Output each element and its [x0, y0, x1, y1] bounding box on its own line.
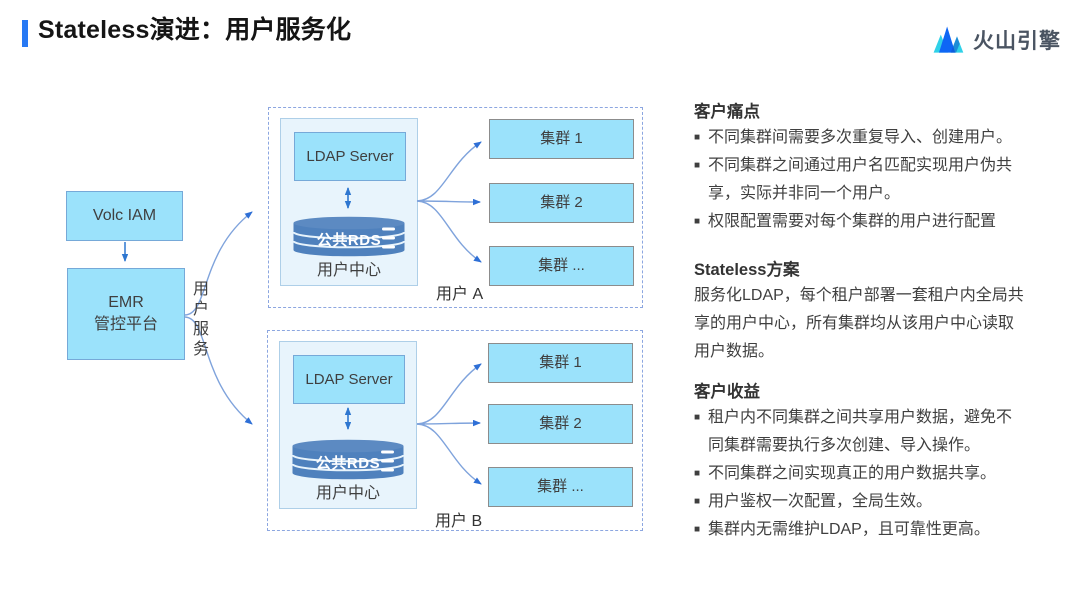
section-pain-points: 客户痛点 ■ 不同集群间需要多次重复导入、创建用户。 ■ 不同集群之间通过用户名… [694, 100, 1026, 236]
title-accent-bar [22, 20, 28, 47]
user-center-a: LDAP Server 公共RDS 用户中心 [280, 118, 418, 286]
database-cylinder-icon [292, 216, 406, 257]
ldap-server-box-b: LDAP Server [293, 355, 405, 404]
rds-label: 公共RDS [316, 231, 382, 249]
bullet-text: 租户内不同集群之间共享用户数据，避免不同集群需要执行多次创建、导入操作。 [708, 409, 1013, 454]
cluster-box: 集群 1 [489, 119, 634, 159]
shared-rds-b: 公共RDS [291, 439, 405, 480]
cluster-label: 集群 1 [540, 130, 583, 147]
bullet-item: ■ 不同集群之间通过用户名匹配实现用户伪共享，实际并非同一个用户。 [694, 152, 1026, 208]
tenant-a-group: LDAP Server 公共RDS 用户中心 集群 1 集群 2 集群 ... … [268, 107, 643, 308]
bullet-text: 不同集群之间通过用户名匹配实现用户伪共享，实际并非同一个用户。 [708, 157, 1013, 202]
cluster-box: 集群 1 [488, 343, 633, 383]
bullet-text: 不同集群间需要多次重复导入、创建用户。 [708, 129, 1013, 146]
bullet-item: ■ 集群内无需维护LDAP，且可靠性更高。 [694, 516, 1026, 544]
cluster-box: 集群 2 [489, 183, 634, 223]
bullet-text: 集群内无需维护LDAP，且可靠性更高。 [708, 521, 990, 538]
volcengine-logo: 火山引擎 [930, 24, 1061, 56]
bullet-item: ■ 不同集群间需要多次重复导入、创建用户。 [694, 124, 1026, 152]
user-center-label: 用户中心 [316, 262, 381, 279]
bullet-marker: ■ [694, 524, 701, 535]
section-paragraph: 服务化LDAP，每个租户部署一套租户内全局共享的用户中心，所有集群均从该用户中心… [694, 287, 1024, 360]
bullet-item: ■ 不同集群之间实现真正的用户数据共享。 [694, 460, 1026, 488]
shared-rds-a: 公共RDS [292, 216, 406, 257]
cluster-label: 集群 ... [537, 478, 584, 495]
ldap-server-box-a: LDAP Server [294, 132, 406, 181]
bullet-text: 用户鉴权一次配置，全局生效。 [708, 493, 933, 510]
bullet-marker: ■ [694, 468, 701, 479]
section-heading: 客户痛点 [694, 103, 760, 121]
bullet-marker: ■ [694, 412, 701, 423]
volc-iam-box: Volc IAM [66, 191, 183, 241]
cluster-label: 集群 ... [538, 257, 585, 274]
cluster-label: 集群 1 [539, 354, 582, 371]
bullet-item: ■ 租户内不同集群之间共享用户数据，避免不同集群需要执行多次创建、导入操作。 [694, 404, 1026, 460]
ldap-server-label: LDAP Server [305, 370, 393, 388]
cluster-box: 集群 2 [488, 404, 633, 444]
database-cylinder-icon [291, 439, 405, 480]
tenant-b-name: 用户 B [435, 513, 483, 530]
page-title: Stateless演进：用户服务化 [38, 16, 352, 44]
cluster-box: 集群 ... [489, 246, 634, 286]
bullet-text: 不同集群之间实现真正的用户数据共享。 [708, 465, 997, 482]
section-heading: Stateless方案 [694, 261, 800, 279]
bullet-item: ■ 权限配置需要对每个集群的用户进行配置 [694, 208, 1026, 236]
user-center-b: LDAP Server 公共RDS 用户中心 [279, 341, 417, 509]
volc-iam-label: Volc IAM [92, 207, 157, 224]
emr-label-line2: 管控平台 [93, 316, 158, 333]
emr-console-box: EMR 管控平台 [67, 268, 185, 360]
user-service-label: 用户服务 [190, 280, 207, 360]
cluster-label: 集群 2 [540, 194, 583, 211]
bullet-marker: ■ [694, 216, 701, 227]
cluster-box: 集群 ... [488, 467, 633, 507]
info-panel: 客户痛点 ■ 不同集群间需要多次重复导入、创建用户。 ■ 不同集群之间通过用户名… [694, 100, 1026, 544]
section-stateless-solution: Stateless方案 服务化LDAP，每个租户部署一套租户内全局共享的用户中心… [694, 258, 1026, 366]
tenant-b-group: LDAP Server 公共RDS 用户中心 集群 1 集群 2 集群 ... … [267, 330, 643, 531]
bullet-marker: ■ [694, 496, 701, 507]
bullet-marker: ■ [694, 160, 701, 171]
user-center-label: 用户中心 [315, 485, 380, 502]
tenant-a-name: 用户 A [436, 286, 484, 303]
bullet-marker: ■ [694, 132, 701, 143]
ldap-server-label: LDAP Server [306, 147, 394, 165]
volcano-mountain-icon [930, 24, 966, 56]
bullet-item: ■ 用户鉴权一次配置，全局生效。 [694, 488, 1026, 516]
section-heading: 客户收益 [694, 383, 760, 401]
rds-label: 公共RDS [315, 454, 381, 472]
emr-label-line1: EMR [108, 294, 144, 311]
logo-text: 火山引擎 [973, 30, 1061, 53]
bullet-text: 权限配置需要对每个集群的用户进行配置 [708, 213, 997, 230]
cluster-label: 集群 2 [539, 415, 582, 432]
section-benefits: 客户收益 ■ 租户内不同集群之间共享用户数据，避免不同集群需要执行多次创建、导入… [694, 380, 1026, 544]
